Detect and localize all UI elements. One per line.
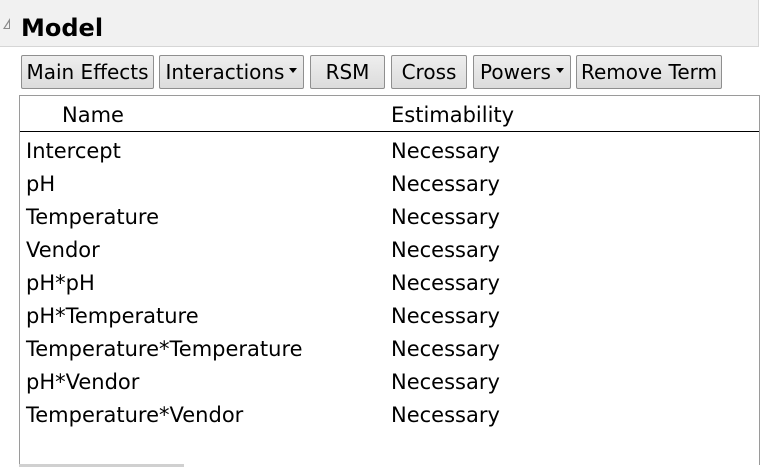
effect-name: Vendor (26, 238, 100, 262)
disclosure-triangle-inner (5, 22, 9, 28)
cross-label: Cross (401, 60, 457, 84)
effect-estimability[interactable]: Necessary (391, 205, 500, 229)
table-row[interactable]: Vendor Necessary (20, 234, 759, 267)
interactions-button[interactable]: Interactions (159, 55, 304, 89)
model-effects-list[interactable]: Name Estimability Intercept Necessary pH… (19, 95, 760, 465)
effect-name: Intercept (26, 139, 121, 163)
effect-name: pH*Vendor (26, 370, 140, 394)
main-effects-label: Main Effects (26, 60, 149, 84)
remove-term-label: Remove Term (581, 60, 717, 84)
cross-button[interactable]: Cross (391, 55, 467, 89)
effect-estimability[interactable]: Necessary (391, 238, 500, 262)
effect-name: pH (26, 172, 56, 196)
rsm-button[interactable]: RSM (310, 55, 385, 89)
effect-name: Temperature*Temperature (26, 337, 303, 361)
chevron-down-icon (289, 68, 298, 73)
effect-estimability[interactable]: Necessary (391, 139, 500, 163)
powers-label: Powers (480, 60, 551, 84)
effect-estimability[interactable]: Necessary (391, 271, 500, 295)
effect-name: Temperature*Vendor (26, 403, 244, 427)
outline-title: Model (21, 14, 104, 42)
effect-estimability[interactable]: Necessary (391, 172, 500, 196)
table-row[interactable]: pH*Vendor Necessary (20, 366, 759, 399)
effect-name: pH*pH (26, 271, 95, 295)
table-row[interactable]: pH Necessary (20, 168, 759, 201)
column-header-name[interactable]: Name (62, 103, 124, 127)
table-row[interactable]: pH*Temperature Necessary (20, 300, 759, 333)
interactions-label: Interactions (165, 60, 285, 84)
column-header-estimability[interactable]: Estimability (391, 103, 515, 127)
table-row[interactable]: Temperature*Temperature Necessary (20, 333, 759, 366)
effect-estimability[interactable]: Necessary (391, 304, 500, 328)
horizontal-scrollbar[interactable] (19, 464, 184, 467)
table-row[interactable]: Temperature Necessary (20, 201, 759, 234)
powers-button[interactable]: Powers (473, 55, 571, 89)
effect-estimability[interactable]: Necessary (391, 403, 500, 427)
table-row[interactable]: pH*pH Necessary (20, 267, 759, 300)
effect-name: pH*Temperature (26, 304, 199, 328)
column-header-row: Name Estimability (20, 96, 759, 132)
chevron-down-icon (555, 68, 564, 73)
table-row[interactable]: Intercept Necessary (20, 135, 759, 168)
remove-term-button[interactable]: Remove Term (576, 55, 722, 89)
main-effects-button[interactable]: Main Effects (21, 55, 154, 89)
table-row[interactable]: Temperature*Vendor Necessary (20, 399, 759, 432)
rsm-label: RSM (325, 60, 370, 84)
model-outline-header[interactable]: Model (0, 0, 759, 47)
effect-name: Temperature (26, 205, 160, 229)
effect-estimability[interactable]: Necessary (391, 337, 500, 361)
effect-estimability[interactable]: Necessary (391, 370, 500, 394)
